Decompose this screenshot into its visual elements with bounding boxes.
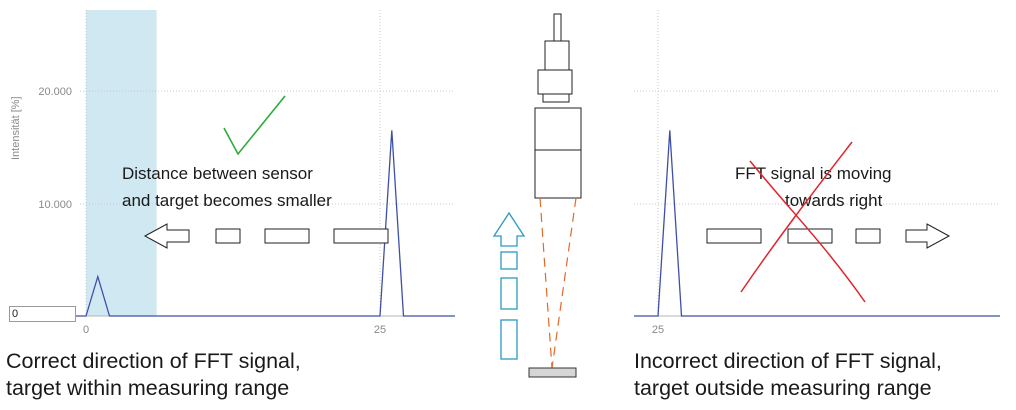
- measuring-range-highlight: [86, 10, 157, 316]
- upward-arrow: [492, 211, 526, 360]
- x-tick-label-25: 25: [374, 324, 386, 336]
- right-annotation-line-2: towards right: [785, 191, 883, 210]
- sensor-cable: [553, 13, 562, 42]
- right-caption-line-1: Incorrect direction of FFT signal,: [634, 349, 942, 373]
- right-caption-line-2: target outside measuring range: [634, 376, 932, 400]
- right-x-tick-label-25: 25: [652, 324, 664, 336]
- cross-stroke-1: [749, 160, 866, 303]
- sensor-body: [534, 107, 582, 199]
- arrow-head-left: [143, 223, 190, 249]
- right-dash-segment-1: [706, 228, 762, 244]
- sensor-connector-nut: [537, 69, 573, 95]
- cross-stroke-2: [740, 141, 853, 293]
- annotation-line-1: Distance between sensor: [122, 164, 313, 183]
- up-dash-1: [500, 251, 518, 270]
- threshold-input[interactable]: 0: [9, 306, 76, 322]
- dash-segment-3: [333, 228, 389, 244]
- left-chart: Intensität [%] 20.000 10.000 0 25 Distan…: [10, 10, 455, 336]
- sensor-illustration: [492, 13, 582, 378]
- annotation-line-2: and target becomes smaller: [122, 191, 332, 210]
- x-tick-label-0: 0: [83, 324, 89, 336]
- laser-beam-right: [551, 197, 577, 369]
- left-caption: Correct direction of FFT signal, target …: [6, 348, 301, 402]
- left-caption-line-1: Correct direction of FFT signal,: [6, 349, 301, 373]
- up-dash-2: [500, 277, 518, 310]
- dash-segment-1: [215, 228, 241, 244]
- dash-segment-2: [264, 228, 310, 244]
- fft-signal-line: [76, 130, 455, 317]
- sensor-connector-ring: [542, 93, 570, 103]
- up-dash-3: [500, 319, 518, 360]
- y-tick-label-10000: 10.000: [38, 199, 72, 211]
- arrow-head-up: [492, 211, 526, 247]
- target-plate: [528, 367, 577, 378]
- cross-mark: [740, 141, 866, 303]
- right-chart: 25 FFT signal is moving towards right: [634, 10, 1000, 336]
- right-annotation-line-1: FFT signal is moving: [735, 164, 892, 183]
- y-axis-label: Intensität [%]: [10, 96, 22, 160]
- check-mark: [223, 95, 286, 156]
- laser-beam-left: [539, 197, 553, 369]
- right-caption: Incorrect direction of FFT signal, targe…: [634, 348, 942, 402]
- right-arrow: [706, 223, 951, 249]
- y-tick-label-20000: 20.000: [38, 86, 72, 98]
- right-dash-segment-3: [855, 228, 881, 244]
- arrow-head-right: [905, 223, 951, 249]
- right-fft-signal-line: [634, 130, 1000, 317]
- right-dash-segment-2: [787, 228, 833, 244]
- left-arrow: [143, 223, 389, 249]
- left-caption-line-2: target within measuring range: [6, 376, 290, 400]
- sensor-connector-top: [544, 40, 570, 71]
